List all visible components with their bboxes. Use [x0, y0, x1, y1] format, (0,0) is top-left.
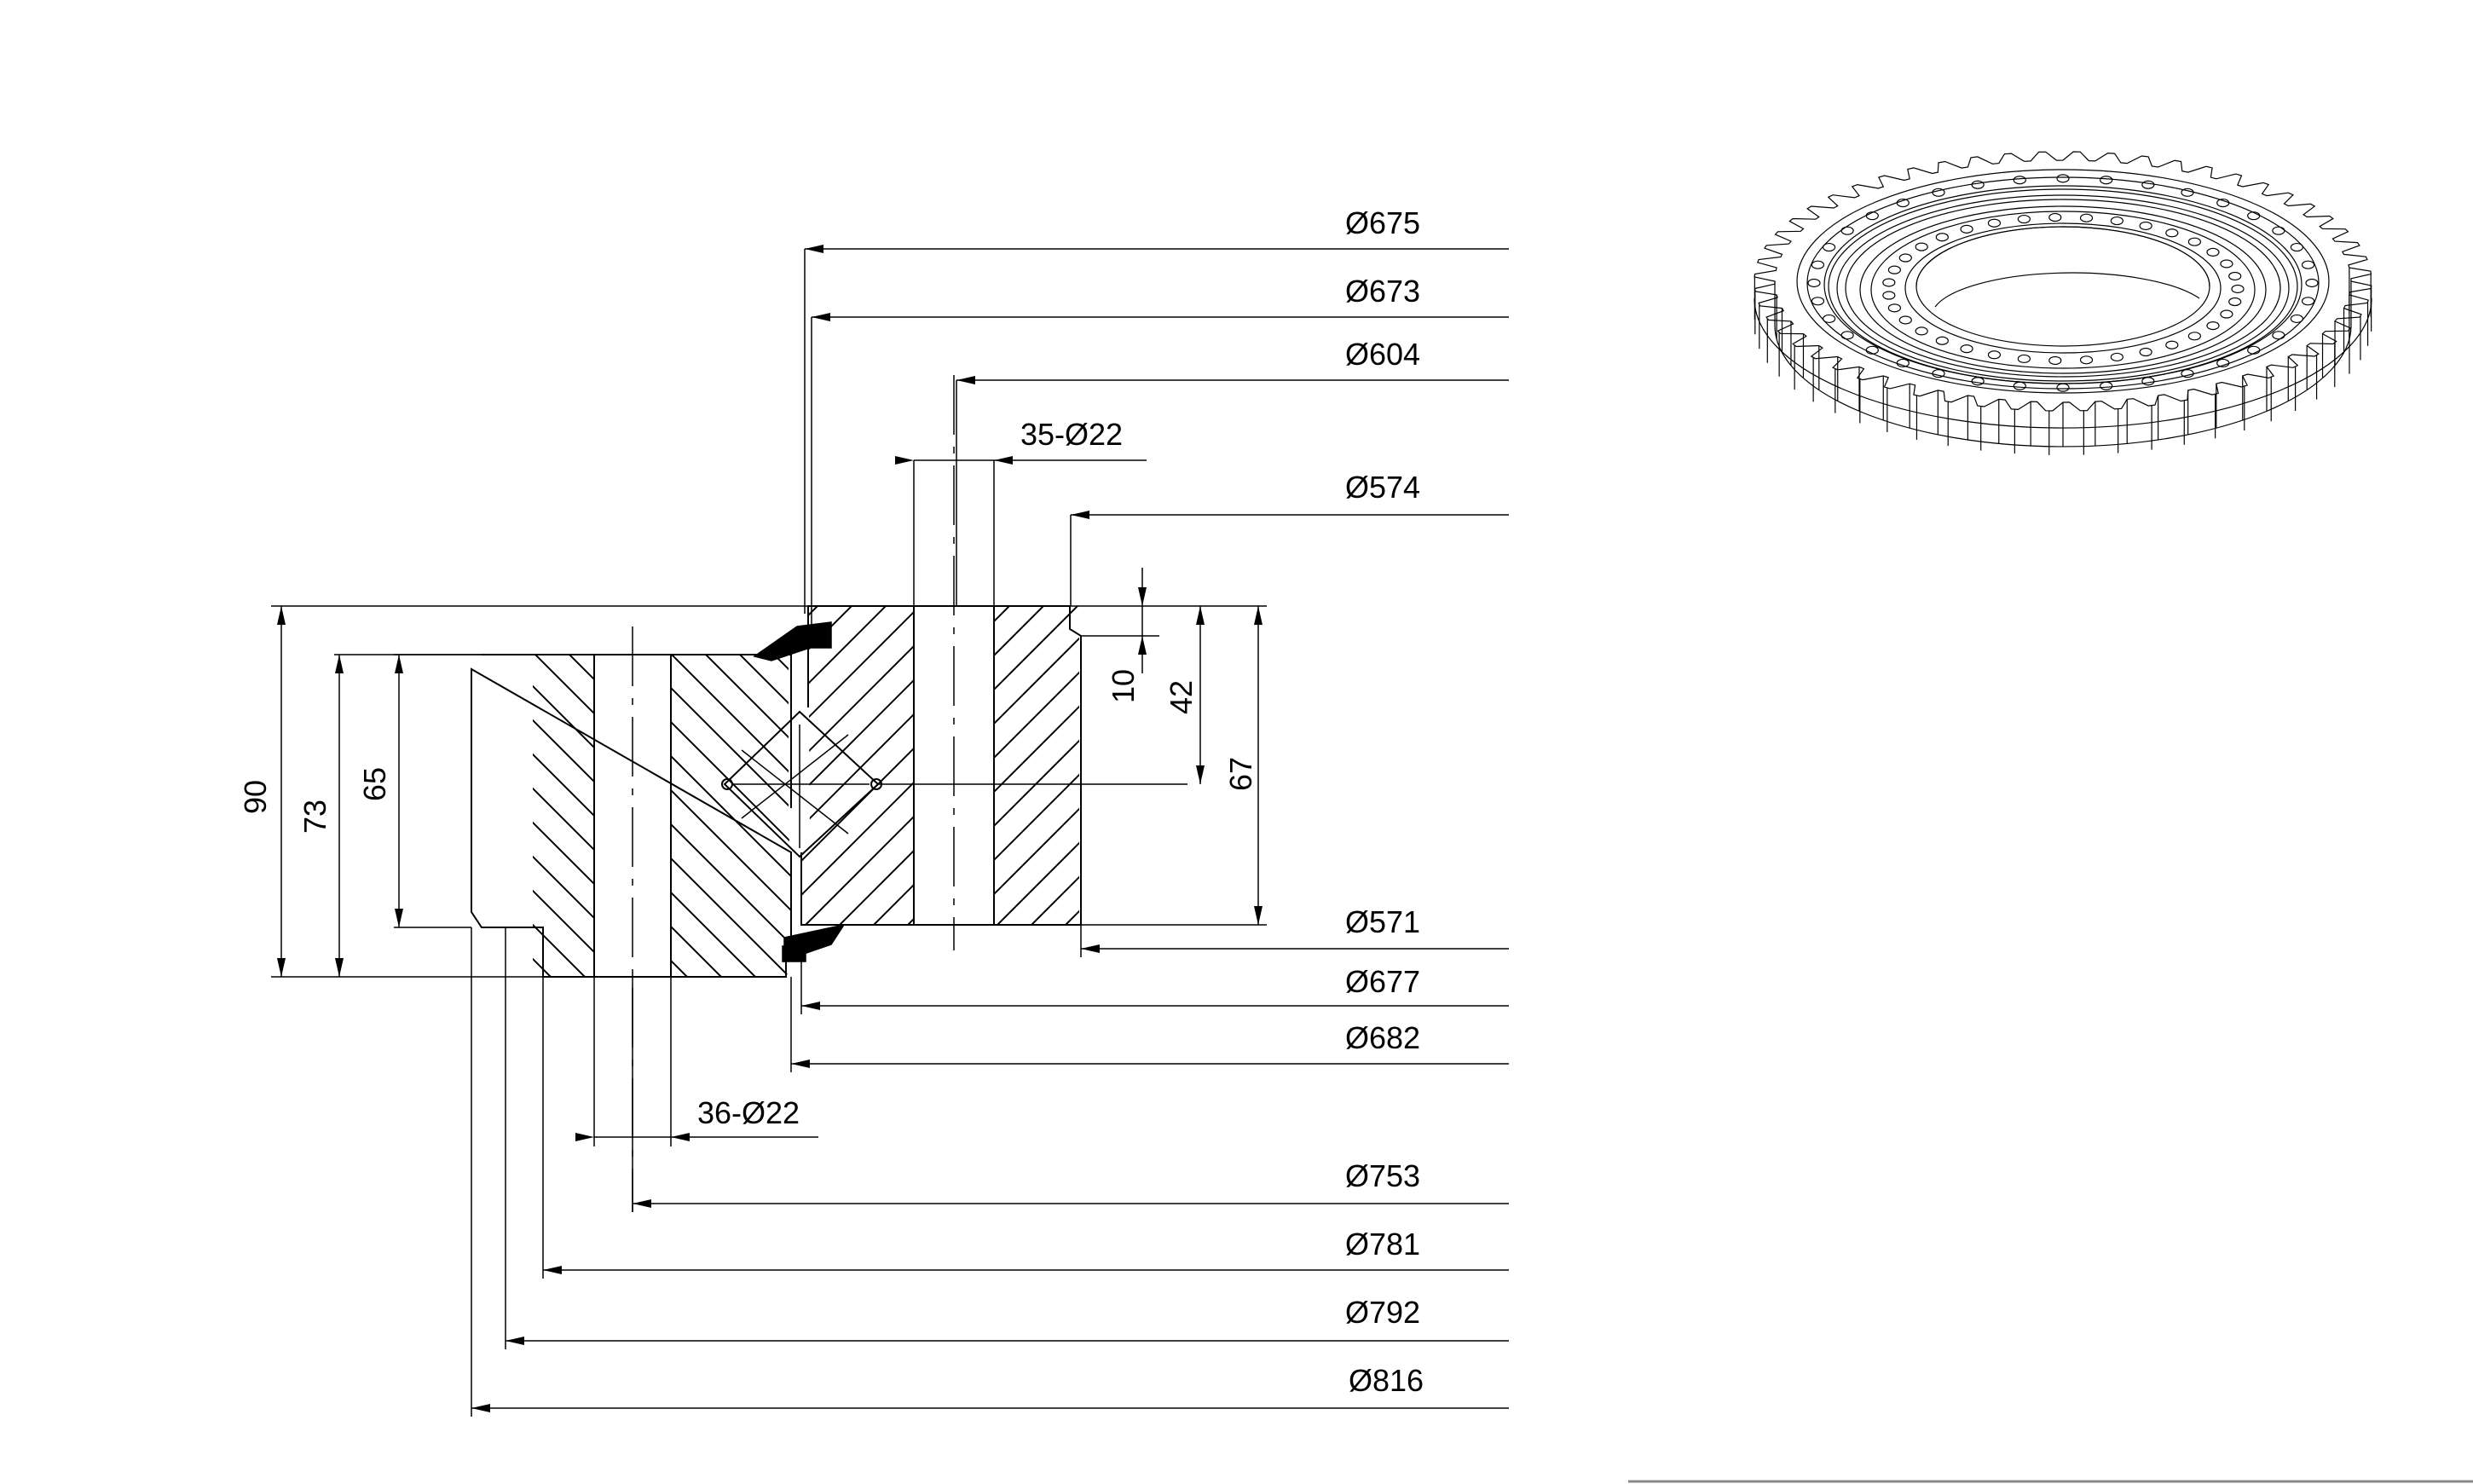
dim-d781: Ø781	[1345, 1227, 1420, 1262]
dim-h10: 10	[1106, 669, 1141, 703]
dim-h90: 90	[238, 780, 273, 814]
dim-36-holes: 36-Ø22	[697, 1095, 800, 1130]
dim-h42: 42	[1164, 680, 1199, 714]
isometric-view	[1754, 151, 2372, 455]
dim-h67: 67	[1223, 757, 1258, 791]
dim-d571: Ø571	[1345, 904, 1420, 939]
dim-d673: Ø673	[1345, 274, 1420, 309]
dim-h65: 65	[357, 767, 392, 801]
dim-d816: Ø816	[1349, 1363, 1424, 1398]
dim-d792: Ø792	[1345, 1295, 1420, 1330]
dim-d675: Ø675	[1345, 205, 1420, 240]
inner-ring-hatch	[801, 606, 1079, 925]
seal-top	[753, 621, 832, 661]
dim-d753: Ø753	[1345, 1158, 1420, 1193]
dim-d604: Ø604	[1345, 337, 1420, 372]
dim-35-holes: 35-Ø22	[1020, 417, 1123, 452]
roller	[721, 710, 1187, 858]
inner-ring-outline	[800, 605, 1082, 926]
dimensions	[271, 245, 1509, 1417]
seal-bottom	[782, 923, 846, 963]
dim-d677: Ø677	[1345, 964, 1420, 999]
dim-h73: 73	[298, 800, 332, 834]
dim-d682: Ø682	[1345, 1020, 1420, 1055]
dim-d574: Ø574	[1345, 470, 1420, 505]
outer-ring-outline	[471, 654, 792, 978]
